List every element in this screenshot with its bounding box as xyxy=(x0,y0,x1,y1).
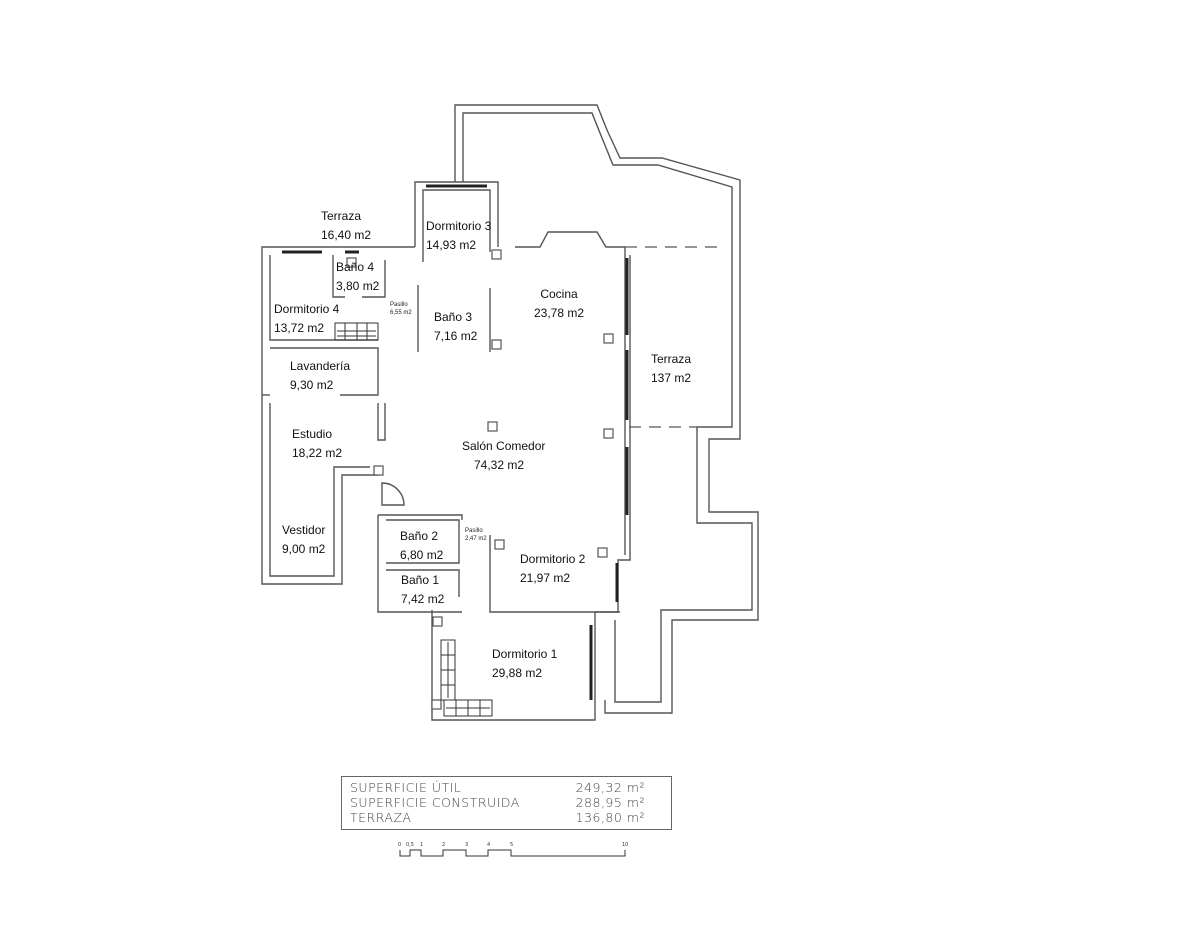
room-area: 23,78 m2 xyxy=(534,306,585,320)
summary-value: 288,95 m² xyxy=(575,795,645,810)
room-area: 6,55 m2 xyxy=(390,310,412,316)
room-vestidor: Vestidor 9,00 m2 xyxy=(282,521,325,559)
summary-row: SUPERFICIE ÚTIL 249,32 m² xyxy=(350,780,645,795)
column xyxy=(491,249,502,260)
scale-bar xyxy=(399,849,626,857)
column xyxy=(487,421,498,432)
room-pasillo-2: Pasillo 2,47 m2 xyxy=(465,527,487,543)
room-name: Pasillo xyxy=(465,528,483,534)
room-name: Dormitorio 3 xyxy=(426,219,492,233)
room-area: 3,80 m2 xyxy=(336,279,380,293)
wall xyxy=(270,347,379,396)
room-cocina: Cocina 23,78 m2 xyxy=(534,285,584,323)
room-area: 16,40 m2 xyxy=(321,228,372,242)
wall xyxy=(489,535,620,613)
wall xyxy=(332,255,345,298)
room-dormitorio-3: Dormitorio 3 14,93 m2 xyxy=(426,217,491,255)
room-name: Baño 4 xyxy=(336,260,375,274)
room-estudio: Estudio 18,22 m2 xyxy=(292,425,342,463)
room-area: 21,97 m2 xyxy=(520,571,571,585)
room-bano-4: Baño 4 3,80 m2 xyxy=(336,258,379,296)
wall xyxy=(377,515,462,613)
room-bano-1: Baño 1 7,42 m2 xyxy=(401,571,444,609)
wardrobe xyxy=(334,322,493,717)
room-area: 7,16 m2 xyxy=(434,329,478,343)
room-bano-2: Baño 2 6,80 m2 xyxy=(400,527,443,565)
scale-tick: 3 xyxy=(465,842,469,848)
surface-summary-table: SUPERFICIE ÚTIL 249,32 m² SUPERFICIE CONS… xyxy=(341,776,672,830)
room-area: 29,88 m2 xyxy=(492,666,543,680)
column xyxy=(431,699,442,710)
room-name: Baño 3 xyxy=(434,310,473,324)
summary-value: 136,80 m² xyxy=(575,810,645,825)
column xyxy=(432,616,443,627)
room-name: Lavandería xyxy=(290,359,351,373)
room-terraza-big: Terraza 137 m2 xyxy=(651,350,691,388)
room-name: Dormitorio 4 xyxy=(274,302,340,316)
summary-value: 249,32 m² xyxy=(575,780,645,795)
room-name: Baño 1 xyxy=(401,573,440,587)
scale-tick: 5 xyxy=(510,842,514,848)
room-name: Baño 2 xyxy=(400,529,439,543)
room-dormitorio-2: Dormitorio 2 21,97 m2 xyxy=(520,550,585,588)
column xyxy=(597,547,608,558)
room-area: 137 m2 xyxy=(651,371,692,385)
house-outline xyxy=(414,181,499,247)
house-outline-inner xyxy=(422,189,491,262)
room-area: 14,93 m2 xyxy=(426,238,477,252)
room-name: Pasillo xyxy=(390,302,408,308)
room-area: 2,47 m2 xyxy=(465,536,487,542)
column xyxy=(346,257,357,268)
room-name: Salón Comedor xyxy=(462,439,546,453)
room-name: Estudio xyxy=(292,427,333,441)
column xyxy=(603,333,614,344)
summary-label: TERRAZA xyxy=(350,810,412,825)
column xyxy=(603,428,614,439)
scale-tick: 0 xyxy=(398,842,402,848)
room-salon-comedor: Salón Comedor 74,32 m2 xyxy=(462,437,545,475)
wall xyxy=(386,519,460,564)
summary-row: SUPERFICIE CONSTRUIDA 288,95 m² xyxy=(350,795,645,810)
room-dormitorio-4: Dormitorio 4 13,72 m2 xyxy=(274,300,339,338)
room-area: 18,22 m2 xyxy=(292,446,343,460)
scale-tick: 10 xyxy=(622,842,629,848)
room-area: 74,32 m2 xyxy=(474,458,525,472)
room-area: 9,30 m2 xyxy=(290,378,334,392)
wall xyxy=(378,514,463,520)
wall xyxy=(269,403,370,577)
terrace-outer-line xyxy=(454,104,759,714)
scale-tick: 2 xyxy=(442,842,446,848)
room-area: 13,72 m2 xyxy=(274,321,325,335)
room-name: Terraza xyxy=(321,209,362,223)
room-terraza-small: Terraza 16,40 m2 xyxy=(321,207,371,245)
room-name: Cocina xyxy=(540,287,578,301)
summary-label: SUPERFICIE CONSTRUIDA xyxy=(350,795,520,810)
room-bano-3: Baño 3 7,16 m2 xyxy=(434,308,477,346)
room-area: 6,80 m2 xyxy=(400,548,444,562)
door-swing xyxy=(381,482,405,506)
column xyxy=(373,465,384,476)
summary-row: TERRAZA 136,80 m² xyxy=(350,810,645,825)
room-lavanderia: Lavandería 9,30 m2 xyxy=(290,357,350,395)
scale-tick: 1 xyxy=(420,842,424,848)
wall xyxy=(386,569,460,597)
room-pasillo-1: Pasillo 6,55 m2 xyxy=(390,301,412,317)
kitchen-bay xyxy=(515,231,626,555)
summary-label: SUPERFICIE ÚTIL xyxy=(350,780,462,795)
room-dormitorio-1: Dormitorio 1 29,88 m2 xyxy=(492,645,557,683)
column xyxy=(494,539,505,550)
room-name: Terraza xyxy=(651,352,692,366)
scale-tick: 0,5 xyxy=(406,842,414,848)
terrace-inner-line xyxy=(462,112,753,703)
column xyxy=(491,339,502,350)
room-area: 7,42 m2 xyxy=(401,592,445,606)
scale-tick: 4 xyxy=(487,842,491,848)
wall xyxy=(377,403,386,441)
wall xyxy=(362,260,386,298)
room-name: Dormitorio 1 xyxy=(492,647,558,661)
room-name: Dormitorio 2 xyxy=(520,552,586,566)
room-name: Vestidor xyxy=(282,523,326,537)
room-area: 9,00 m2 xyxy=(282,542,326,556)
